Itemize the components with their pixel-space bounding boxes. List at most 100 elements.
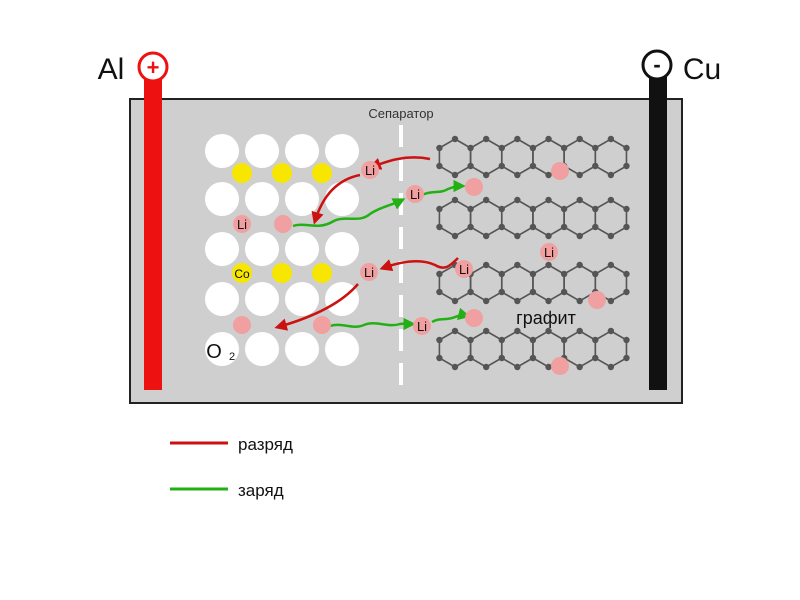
carbon-atom	[576, 363, 583, 371]
carbon-atom	[529, 354, 537, 362]
carbon-atom	[514, 171, 521, 179]
carbon-atom	[467, 144, 474, 152]
oxygen-atom	[245, 134, 279, 168]
lithium-ion-label: Li	[237, 217, 247, 232]
carbon-atom	[482, 196, 490, 204]
carbon-atom	[545, 196, 552, 204]
carbon-atom	[560, 144, 568, 152]
carbon-atom	[514, 261, 521, 269]
carbon-atom	[560, 223, 568, 231]
oxygen-atom	[325, 182, 359, 216]
lithium-ion	[465, 178, 483, 196]
lithium-ion-label: Li	[365, 163, 375, 178]
carbon-atom	[436, 354, 443, 362]
oxygen-atom-labeled	[205, 332, 239, 366]
legend: разряд заряд	[170, 435, 293, 500]
carbon-atom	[607, 261, 615, 269]
graphite-label: графит	[516, 308, 576, 328]
carbon-atom	[560, 270, 568, 278]
carbon-atom	[607, 135, 615, 143]
carbon-atom	[545, 171, 552, 179]
carbon-atom	[623, 288, 630, 296]
carbon-atom	[592, 223, 599, 231]
lithium-ion	[233, 316, 251, 334]
legend-discharge-label: разряд	[238, 435, 293, 454]
carbon-atom	[529, 144, 537, 152]
carbon-atom	[498, 336, 505, 344]
lithium-ion	[465, 309, 483, 327]
carbon-atom	[576, 135, 583, 143]
carbon-atom	[607, 363, 615, 371]
separator-label: Сепаратор	[368, 106, 433, 121]
carbon-atom	[467, 288, 474, 296]
carbon-atom	[592, 205, 599, 213]
carbon-atom	[482, 363, 490, 371]
charge-arrow-2	[421, 179, 466, 197]
carbon-atom	[436, 205, 443, 213]
carbon-atom	[529, 205, 537, 213]
cathode-label: Cu	[683, 53, 721, 86]
carbon-atom	[451, 297, 459, 305]
carbon-atom	[560, 336, 568, 344]
carbon-atom	[436, 270, 443, 278]
oxygen-atom	[285, 332, 319, 366]
lithium-ion-labeled	[406, 185, 424, 203]
carbon-atom	[498, 223, 505, 231]
lithium-ion-label: Li	[459, 262, 469, 277]
oxygen-atom	[245, 332, 279, 366]
carbon-atom	[576, 196, 583, 204]
carbon-atom	[545, 232, 552, 240]
carbon-atom	[498, 162, 505, 170]
carbon-atom	[592, 162, 599, 170]
carbon-atom	[576, 261, 583, 269]
carbon-atom	[451, 232, 459, 240]
oxygen-atom	[285, 282, 319, 316]
carbon-atom	[545, 261, 552, 269]
oxygen-subscript: 2	[229, 351, 235, 363]
lithium-ion	[551, 162, 569, 180]
carbon-atom	[467, 354, 474, 362]
lithium-ion-label: Li	[417, 319, 427, 334]
oxygen-atom	[205, 134, 239, 168]
anode-collector	[144, 76, 162, 390]
carbon-atom	[592, 354, 599, 362]
carbon-atom	[623, 354, 630, 362]
carbon-atom	[560, 205, 568, 213]
oxygen-atom	[205, 182, 239, 216]
carbon-atom	[482, 327, 490, 335]
carbon-atom	[529, 288, 537, 296]
oxygen-label: O	[206, 341, 222, 363]
minus-sign-icon	[641, 49, 673, 81]
carbon-atom	[482, 171, 490, 179]
legend-charge-label: заряд	[238, 481, 284, 500]
oxygen-atom	[205, 232, 239, 266]
oxygen-atom	[325, 134, 359, 168]
carbon-atom	[451, 363, 459, 371]
graphite-layer	[436, 327, 630, 371]
lithium-ion-label: Li	[410, 187, 420, 202]
charge-arrows	[292, 179, 471, 331]
carbon-atom	[545, 327, 552, 335]
carbon-atom	[514, 327, 521, 335]
lithium-ion	[274, 215, 292, 233]
lithium-ion	[588, 291, 606, 309]
oxygen-atom	[325, 232, 359, 266]
carbon-atom	[467, 205, 474, 213]
oxygen-atom	[245, 182, 279, 216]
carbon-atom	[498, 205, 505, 213]
carbon-atom	[607, 327, 615, 335]
lithium-ion-labeled	[233, 215, 251, 233]
carbon-atom	[451, 171, 459, 179]
carbon-atom	[592, 144, 599, 152]
discharge-arrow-3	[379, 257, 459, 271]
graphite-layer	[436, 135, 630, 179]
oxygen-atom	[325, 332, 359, 366]
carbon-atom	[576, 297, 583, 305]
carbon-atom	[529, 223, 537, 231]
carbon-atom	[592, 270, 599, 278]
cobalt-atom	[312, 263, 332, 283]
cathode-collector	[649, 76, 667, 390]
cobalt-atom	[272, 263, 292, 283]
